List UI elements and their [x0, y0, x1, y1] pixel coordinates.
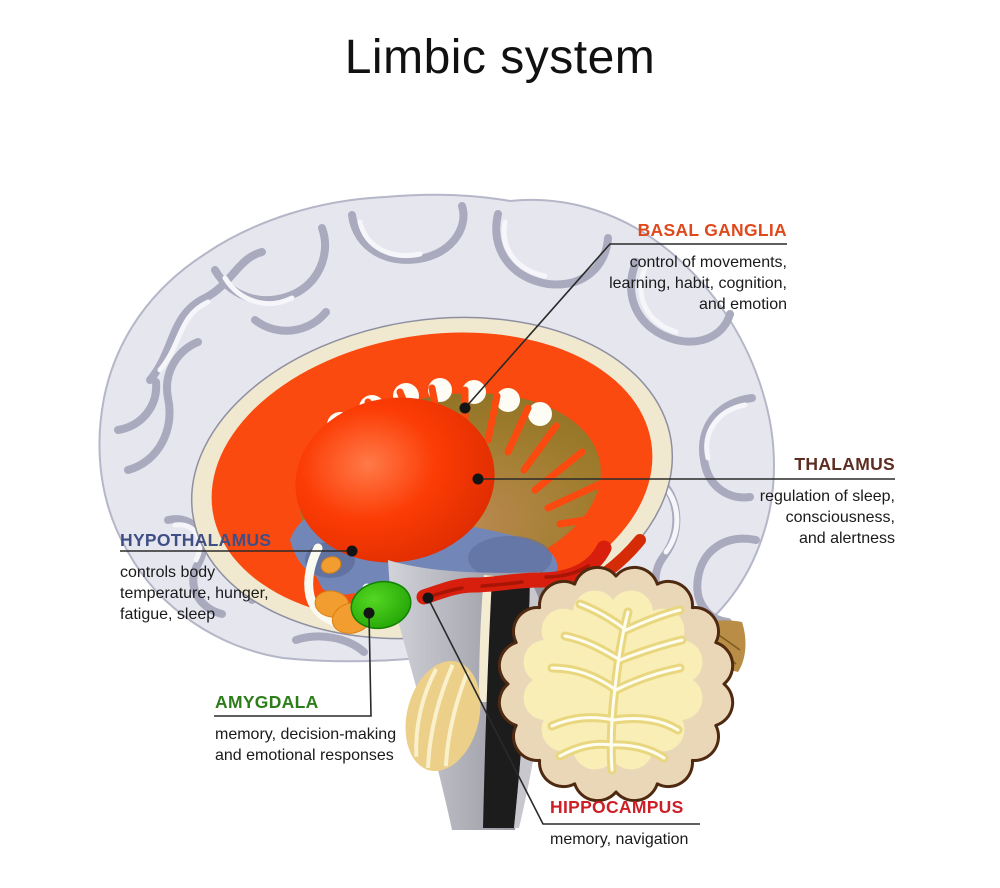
amygdala-dot [363, 607, 375, 619]
mammillary-body-shape [320, 556, 342, 574]
arbor-vitae-branches [547, 599, 687, 775]
label-basal-ganglia: BASAL GANGLIA control of movements, lear… [609, 220, 787, 315]
hippocampus-dot [422, 592, 434, 604]
label-amygdala: AMYGDALA memory, decision-making and emo… [215, 692, 396, 766]
basal-ganglia-dot [459, 402, 471, 414]
cream-stem-stripe [479, 575, 494, 702]
amygdala-title: AMYGDALA [215, 692, 319, 712]
pons-shape [405, 660, 481, 772]
amygdala-description: memory, decision-making and emotional re… [215, 726, 397, 764]
cerebellum-shape [497, 565, 735, 803]
putamen-ball [295, 397, 495, 563]
leader-lines [120, 243, 895, 825]
hippocampus-description: memory, navigation [550, 831, 689, 848]
cortex-gyri-highlights [157, 219, 748, 563]
hypothalamus-description: controls body temperature, hunger, fatig… [120, 564, 269, 623]
basal-ganglia-leader-line [464, 243, 787, 409]
label-thalamus: THALAMUS regulation of sleep, consciousn… [760, 454, 895, 549]
label-hypothalamus: HYPOTHALAMUS controls body temperature, … [120, 530, 271, 625]
page-title: Limbic system [344, 31, 656, 84]
basal-ganglia-description: control of movements, learning, habit, c… [609, 254, 787, 313]
basal-ganglia-title: BASAL GANGLIA [637, 220, 787, 240]
hippocampus-leader-line [427, 597, 700, 825]
hypothalamus-dot [346, 545, 358, 557]
thalamus-description: regulation of sleep, consciousness, and … [759, 488, 895, 547]
marker-dots [346, 402, 484, 619]
thalamus-dot [472, 473, 484, 485]
mammillary-pituitary-bodies [314, 556, 373, 634]
label-hippocampus: HIPPOCAMPUS memory, navigation [550, 797, 688, 850]
thalamus-title: THALAMUS [794, 454, 895, 474]
amygdala-leader-line [214, 612, 372, 717]
hippocampus-title: HIPPOCAMPUS [550, 797, 684, 817]
hypothalamus-title: HYPOTHALAMUS [120, 530, 272, 550]
